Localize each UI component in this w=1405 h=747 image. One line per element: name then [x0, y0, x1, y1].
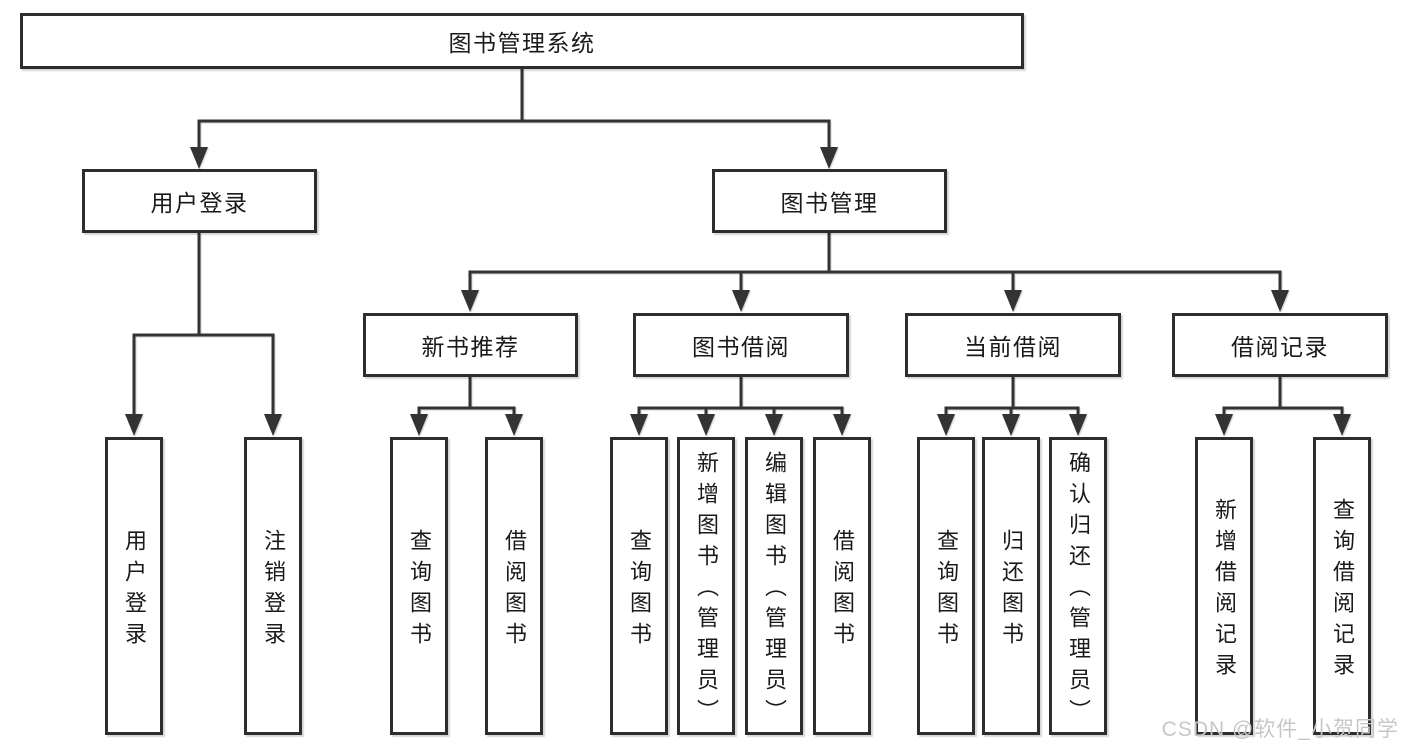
node-leaf-nb-borrow-books: 借阅图书 [485, 437, 543, 735]
arrowhead [765, 414, 783, 436]
arrowhead [1215, 414, 1233, 436]
arrowhead [1004, 290, 1022, 312]
arrowhead [190, 147, 208, 169]
arrowhead [264, 414, 282, 436]
arrowhead [1002, 414, 1020, 436]
arrowhead [505, 414, 523, 436]
arrowhead [1333, 414, 1351, 436]
csdn-watermark: CSDN @软件_小贺同学 [1161, 718, 1399, 741]
node-leaf-br-add-record: 新增借阅记录 [1195, 437, 1253, 735]
node-user-login: 用户登录 [82, 169, 317, 233]
node-current-borrow: 当前借阅 [905, 313, 1121, 377]
arrowhead [697, 414, 715, 436]
arrowhead [630, 414, 648, 436]
arrowhead [410, 414, 428, 436]
node-leaf-nb-query-books: 查询图书 [390, 437, 448, 735]
node-leaf-cb-query-books: 查询图书 [917, 437, 975, 735]
node-leaf-bb-query-books: 查询图书 [610, 437, 668, 735]
arrowhead [820, 147, 838, 169]
arrowhead [1069, 414, 1087, 436]
node-leaf-logout: 注销登录 [244, 437, 302, 735]
arrowhead [937, 414, 955, 436]
node-leaf-cb-return-books: 归还图书 [982, 437, 1040, 735]
node-book-borrow: 图书借阅 [633, 313, 849, 377]
arrowhead [125, 414, 143, 436]
node-new-book-recommend: 新书推荐 [363, 313, 578, 377]
node-leaf-bb-edit-books-admin: 编辑图书（管理员） [745, 437, 803, 735]
node-leaf-bb-borrow-books: 借阅图书 [813, 437, 871, 735]
arrowhead [461, 290, 479, 312]
arrowhead [732, 290, 750, 312]
node-root: 图书管理系统 [20, 13, 1024, 69]
arrowhead [1271, 290, 1289, 312]
node-borrow-records: 借阅记录 [1172, 313, 1388, 377]
node-leaf-user-login: 用户登录 [105, 437, 163, 735]
node-leaf-cb-confirm-return-admin: 确认归还（管理员） [1049, 437, 1107, 735]
arrowhead-group [125, 147, 1351, 436]
arrowhead [833, 414, 851, 436]
node-leaf-bb-add-books-admin: 新增图书（管理员） [677, 437, 735, 735]
node-book-management: 图书管理 [712, 169, 947, 233]
node-leaf-br-query-record: 查询借阅记录 [1313, 437, 1371, 735]
